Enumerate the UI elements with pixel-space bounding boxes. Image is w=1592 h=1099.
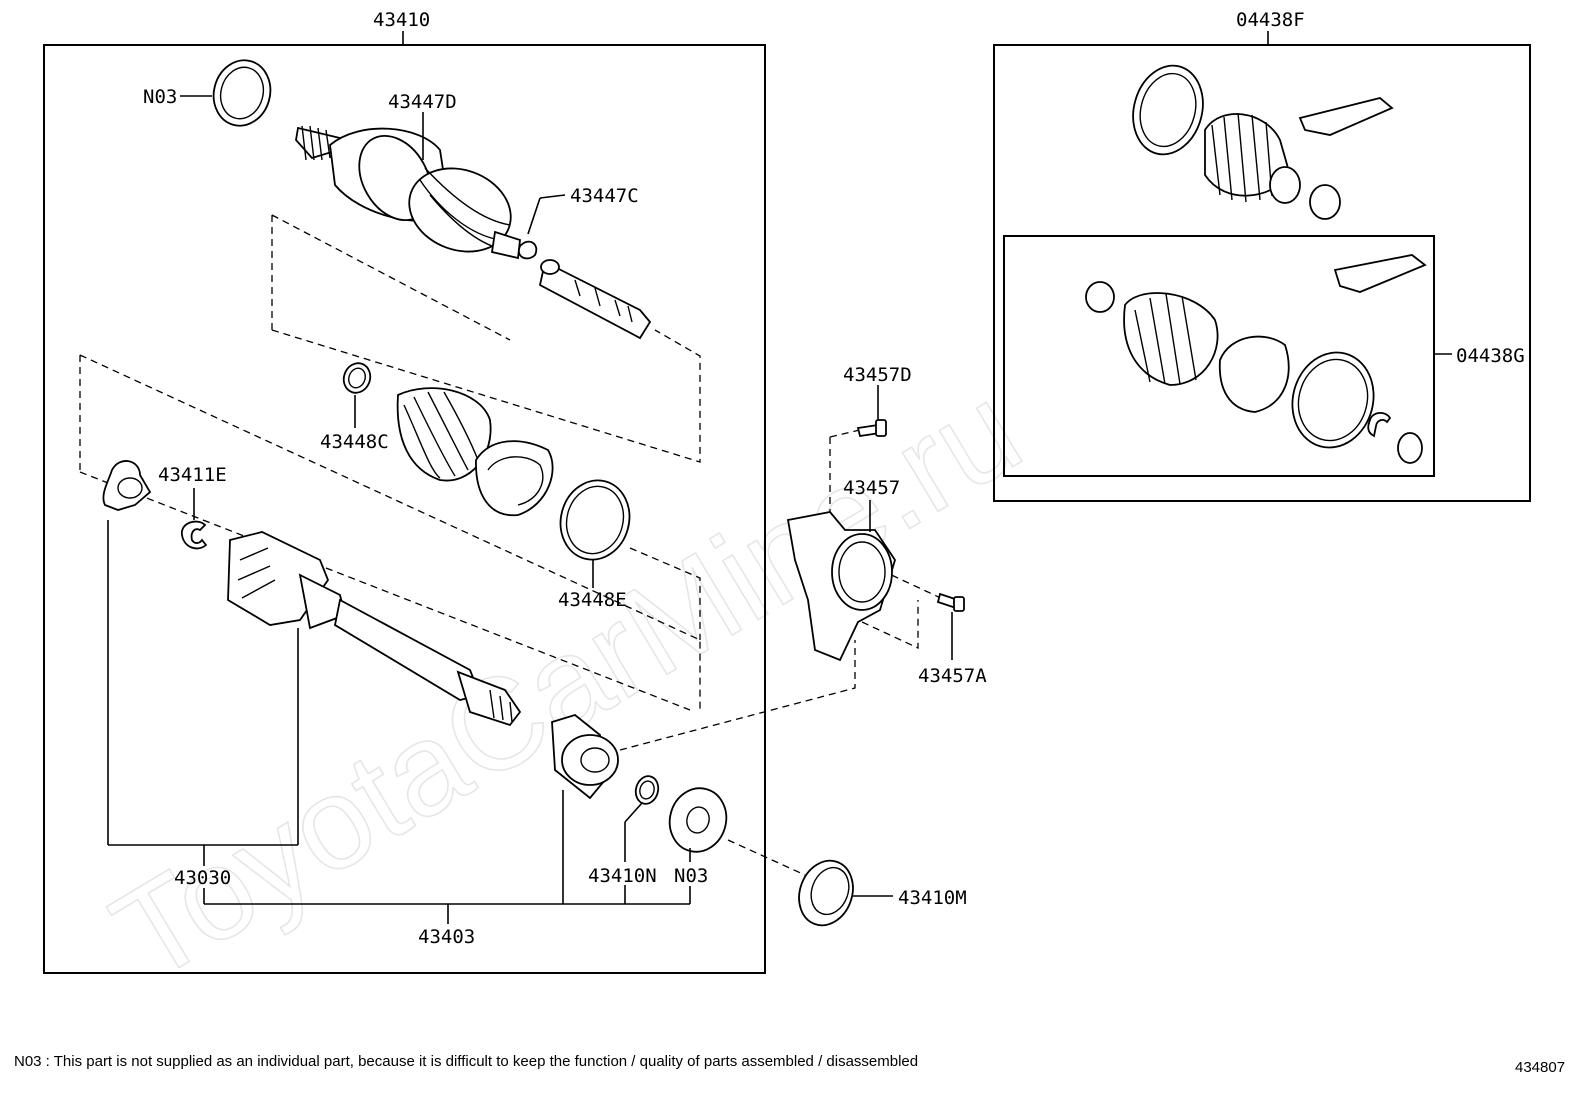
snap-ring-43410N xyxy=(634,775,660,805)
callout-43411E: 43411E xyxy=(158,464,227,486)
watermark: ToyotaCarMine.ru xyxy=(89,355,1044,1009)
leader-lines xyxy=(107,95,953,924)
guide-lower-outer xyxy=(79,354,701,712)
guide-bracket-bolt xyxy=(829,427,869,518)
callout-04438F: 04438F xyxy=(1236,9,1305,31)
washer-n03-bottom xyxy=(668,787,728,853)
callout-43403: 43403 xyxy=(418,926,475,948)
bearing-housing xyxy=(551,714,619,800)
callout-43457: 43457 xyxy=(843,477,900,499)
guide-upper-outer xyxy=(271,214,701,463)
callout-43030: 43030 xyxy=(174,867,231,889)
outboard-boot xyxy=(396,387,554,517)
callout-04438G: 04438G xyxy=(1456,345,1525,367)
diagram-number: 434807 xyxy=(1515,1059,1565,1076)
guide-boot-inner xyxy=(629,547,701,640)
callout-43447D: 43447D xyxy=(388,91,457,113)
callout-43447C: 43447C xyxy=(570,185,639,207)
tripod-joint xyxy=(102,460,152,511)
callout-43410: 43410 xyxy=(373,9,430,31)
callout-43448E: 43448E xyxy=(558,589,627,611)
callout-43410N: 43410N xyxy=(588,865,657,887)
dust-seal-43410M xyxy=(798,859,854,927)
kit-frame-04438F xyxy=(993,44,1531,502)
kit-04438F-parts xyxy=(1132,64,1394,220)
snap-ring xyxy=(181,520,208,550)
outboard-shaft-assembly xyxy=(295,125,652,340)
bolt-43457A xyxy=(936,592,965,612)
guide-bearing xyxy=(619,640,856,751)
callout-43410M: 43410M xyxy=(898,887,967,909)
callout-n03-bottom: N03 xyxy=(674,865,708,887)
boot-band-large xyxy=(559,479,631,561)
footnote: N03 : This part is not supplied as an in… xyxy=(14,1053,918,1070)
assembly-frame-43410 xyxy=(43,44,766,974)
kit-04438G-parts xyxy=(1085,254,1427,464)
boot-clamp-small xyxy=(342,362,372,394)
center-bearing-bracket xyxy=(786,511,896,662)
inboard-shaft-assembly xyxy=(227,531,522,727)
guide-seal xyxy=(727,839,806,876)
seal-ring-top xyxy=(212,59,272,127)
callout-43448C: 43448C xyxy=(320,431,389,453)
callout-n03-top: N03 xyxy=(143,86,177,108)
kit-frame-04438G xyxy=(1003,235,1435,477)
callout-43457A: 43457A xyxy=(918,665,987,687)
callout-43457D: 43457D xyxy=(843,364,912,386)
bolt-43457D xyxy=(856,419,887,438)
